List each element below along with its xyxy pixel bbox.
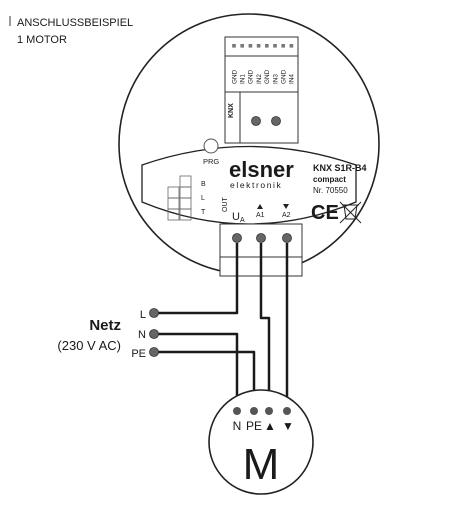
brand-subtitle: elektronik — [230, 180, 282, 190]
out-terminal-a2: A2 — [282, 212, 291, 219]
wiring — [154, 243, 289, 408]
knx-logo: KNX — [228, 103, 235, 118]
motor-terminal-down: ▼ — [282, 419, 294, 433]
out-screw-a2 — [282, 233, 292, 243]
weee-bin-icon — [339, 201, 362, 224]
input-label: IN2 — [256, 74, 263, 84]
wire-l-ua — [154, 243, 239, 315]
supply-terminal-l: L — [140, 309, 146, 321]
motor-screw-up — [265, 407, 273, 415]
input-label: GND — [264, 69, 271, 84]
supply-screw-l — [149, 308, 159, 318]
knx-bus-screw-1 — [251, 116, 261, 126]
brand-logo: elsner — [229, 157, 294, 182]
input-pin — [265, 44, 269, 48]
input-pin — [256, 44, 261, 48]
supply-terminal-n: N — [138, 329, 146, 341]
out-screw-ua — [232, 233, 242, 243]
motor-screw-n — [233, 407, 241, 415]
supply-screw-pe — [149, 347, 159, 357]
motor-letter: M — [243, 440, 280, 489]
input-pin — [273, 44, 277, 48]
input-label: IN1 — [240, 74, 247, 84]
motor-terminal-up: ▲ — [264, 419, 276, 433]
model-name: KNX S1R-B4 — [313, 163, 367, 173]
input-label: GND — [248, 69, 255, 84]
input-pin — [289, 44, 294, 48]
wire-n — [154, 332, 239, 408]
prg-label: PRG — [203, 157, 219, 166]
prg-button — [203, 138, 219, 154]
input-label: GND — [281, 69, 288, 84]
knx-bus-screw-2 — [271, 116, 281, 126]
out-label: OUT — [222, 197, 229, 213]
model-variant: compact — [313, 175, 346, 184]
input-pin — [281, 44, 285, 48]
input-label: IN4 — [289, 74, 296, 84]
down-arrow-icon — [283, 204, 289, 209]
led-label-l: L — [201, 195, 205, 202]
input-pin — [248, 44, 253, 48]
wire-pe — [154, 350, 256, 408]
input-label: IN3 — [272, 74, 279, 84]
input-pin — [232, 44, 236, 48]
up-arrow-icon — [257, 204, 263, 209]
motor-screw-down — [283, 407, 291, 415]
led-label-b: B — [201, 181, 206, 188]
input-label: GND — [231, 69, 238, 84]
header-subtitle: 1 MOTOR — [17, 34, 67, 46]
motor-terminal-n: N — [233, 419, 242, 433]
out-terminal-a1: A1 — [256, 212, 265, 219]
supply-terminal-pe: PE — [131, 348, 146, 360]
header-title: ANSCHLUSSBEISPIEL — [17, 17, 133, 29]
motor-terminal-pe: PE — [246, 419, 262, 433]
motor-screw-pe — [250, 407, 258, 415]
ce-mark: CE — [311, 202, 339, 224]
motor-symbol — [208, 389, 314, 495]
article-number: Nr. 70550 — [313, 186, 348, 195]
led-label-t: T — [201, 209, 206, 216]
supply-title: Netz — [89, 317, 121, 334]
supply-screw-n — [149, 329, 159, 339]
input-pin — [240, 44, 244, 48]
out-screw-a1 — [256, 233, 266, 243]
wire-a1-up — [259, 243, 271, 408]
input-pins — [232, 44, 294, 48]
led-grid — [167, 175, 192, 221]
supply-voltage: (230 V AC) — [57, 338, 121, 353]
